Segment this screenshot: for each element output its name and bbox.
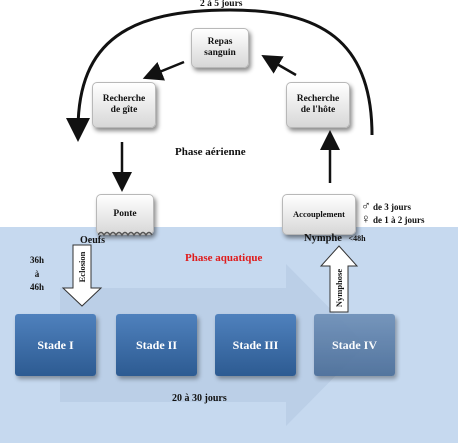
stage-2-box: Stade II	[116, 314, 197, 376]
accouplement-label: Accouplement	[293, 208, 345, 219]
stage-1-label: Stade I	[37, 337, 74, 352]
oeufs-label: Oeufs	[80, 235, 105, 246]
top-duration-label: 2 à 5 jours	[200, 0, 243, 9]
male-duration-label: ♂ de 3 jours	[361, 198, 411, 214]
phase-aerienne-label: Phase aérienne	[175, 146, 246, 158]
eclosion-time-label: 36h à 46h	[30, 255, 45, 292]
stage-3-label: Stade III	[232, 337, 279, 352]
stage-2-label: Stade II	[135, 337, 177, 352]
female-duration-label: ♀ de 1 à 2 jours	[361, 211, 425, 227]
nymphe-label: Nymphe <48h	[304, 233, 366, 244]
repas-sanguin-label: Repas sanguin	[204, 37, 236, 58]
eggs-ridge	[98, 231, 153, 237]
nymphe-text: Nymphe	[304, 233, 342, 244]
ponte-box: Ponte	[96, 194, 154, 235]
accouplement-box: Accouplement	[282, 194, 356, 235]
phase-aquatique-label: Phase aquatique	[185, 252, 263, 264]
stage-4-box: Stade IV	[314, 314, 395, 376]
female-duration-text: de 1 à 2 jours	[373, 215, 425, 225]
male-symbol-icon: ♂	[361, 198, 371, 213]
nymphe-time: <48h	[348, 234, 366, 243]
stage-4-label: Stade IV	[331, 337, 377, 352]
ponte-label: Ponte	[113, 209, 137, 220]
recherche-hote-label: Recherche de l'hôte	[296, 94, 340, 115]
female-symbol-icon: ♀	[361, 211, 371, 226]
nymphose-label: Nymphose	[334, 268, 344, 308]
repas-sanguin-box: Repas sanguin	[191, 28, 249, 68]
larval-duration-label: 20 à 30 jours	[172, 393, 227, 404]
stage-1-box: Stade I	[15, 314, 96, 376]
arrow-hote-to-repas	[261, 55, 297, 77]
recherche-gite-label: Recherche de gîte	[102, 94, 146, 115]
recherche-gite-box: Recherche de gîte	[92, 82, 156, 128]
stage-3-box: Stade III	[215, 314, 296, 376]
recherche-hote-box: Recherche de l'hôte	[286, 82, 350, 128]
top-arc-arrow	[66, 8, 374, 142]
male-duration-text: de 3 jours	[373, 202, 411, 212]
arrow-repas-to-gite	[142, 60, 185, 81]
